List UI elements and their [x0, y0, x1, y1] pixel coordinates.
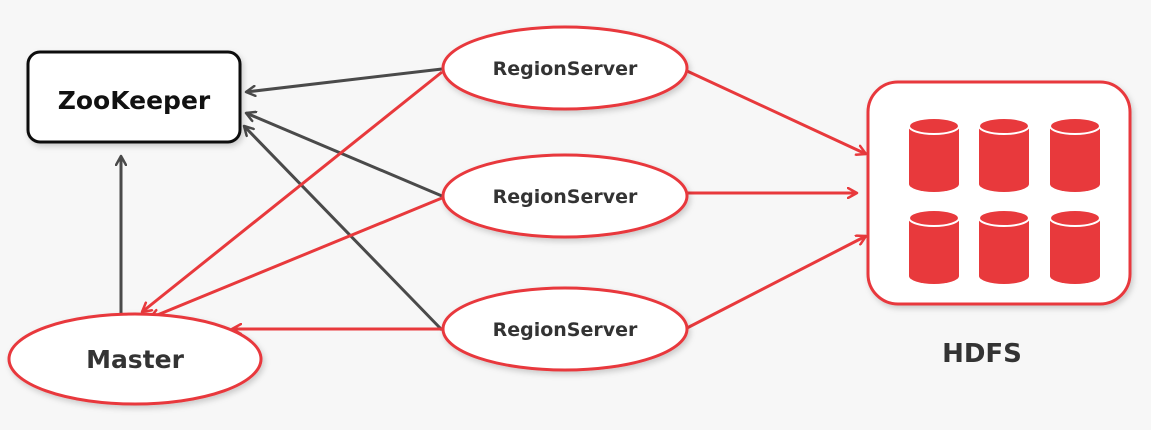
zookeeper-label: ZooKeeper: [58, 86, 211, 115]
storage-cylinder-icon: [908, 209, 960, 284]
hdfs-node: [866, 80, 1132, 306]
edge-rs1-to-zookeeper: [246, 67, 443, 92]
storage-cylinder-icon: [1049, 117, 1101, 192]
edge-rs2-to-master: [150, 196, 443, 318]
edge-rs3-to-hdfs: [686, 236, 866, 330]
hdfs-storage-cylinders: [908, 117, 1101, 284]
region-server-node: RegionServer: [441, 25, 689, 111]
region-server-label: RegionServer: [493, 58, 638, 80]
edge-rs1-to-master: [142, 70, 443, 312]
region-server-node: RegionServer: [441, 286, 689, 372]
hdfs-label: HDFS: [942, 339, 1022, 369]
storage-cylinder-icon: [908, 117, 960, 192]
edge-rs1-to-hdfs: [686, 69, 866, 154]
region-server-label: RegionServer: [493, 319, 638, 341]
region-server-label: RegionServer: [493, 186, 638, 208]
region-server-node: RegionServer: [441, 153, 689, 239]
edge-rs2-to-zookeeper: [246, 113, 443, 198]
edge-rs3-to-zookeeper: [244, 126, 444, 332]
storage-cylinder-icon: [978, 209, 1030, 284]
storage-cylinder-icon: [1049, 209, 1101, 284]
zookeeper-node: ZooKeeper: [26, 50, 242, 144]
storage-cylinder-icon: [978, 117, 1030, 192]
master-label: Master: [86, 345, 185, 374]
master-node: Master: [7, 312, 263, 406]
